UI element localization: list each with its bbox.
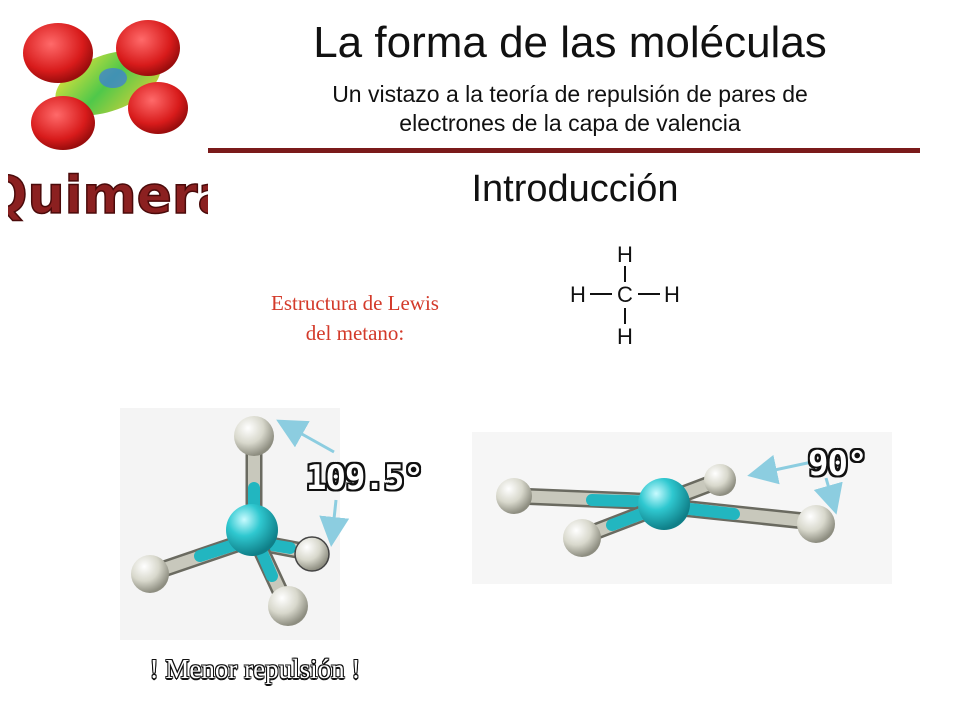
title-divider (208, 148, 920, 153)
subtitle-line-1: Un vistazo a la teoría de repulsión de p… (332, 81, 808, 107)
lewis-atom-left: H (570, 282, 586, 307)
less-repulsion-note: ! Menor repulsión ! (149, 654, 361, 684)
lewis-atom-center: C (617, 282, 633, 307)
page-title: La forma de las moléculas (313, 18, 827, 67)
lewis-caption-line-2: del metano: (305, 321, 405, 345)
page-subtitle: Un vistazo a la teoría de repulsión de p… (260, 80, 880, 138)
quimera-logo: Quimera (0, 8, 233, 228)
subtitle-line-2: electrones de la capa de valencia (399, 110, 741, 136)
lewis-atom-top: H (617, 242, 633, 267)
lewis-structure: H C H H H (560, 238, 690, 349)
angle-label-tetrahedral: 109.5° (306, 458, 424, 498)
angle-label-planar: 90° (808, 444, 867, 484)
svg-text:Quimera: Quimera (8, 166, 208, 226)
tetrahedral-methane-model (120, 408, 340, 640)
lewis-atom-right: H (664, 282, 680, 307)
section-title: Introducción (471, 168, 679, 210)
lewis-caption: Estructura de Lewis del metano: (240, 288, 470, 348)
lewis-atom-bottom: H (617, 324, 633, 348)
lewis-caption-line-1: Estructura de Lewis (271, 291, 439, 315)
